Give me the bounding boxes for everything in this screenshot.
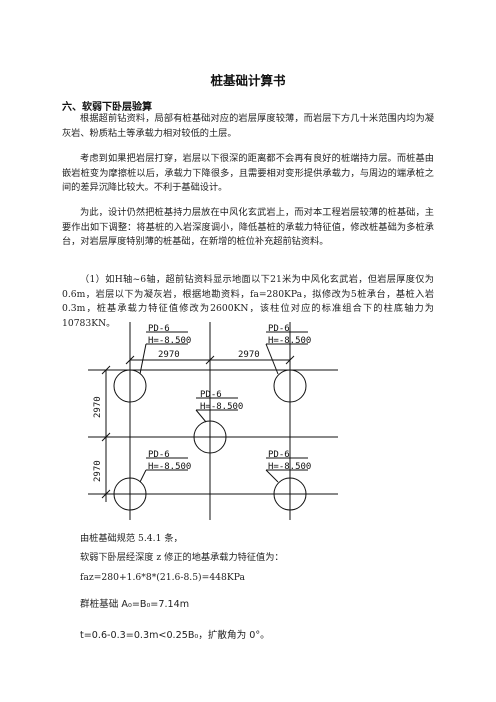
dimension-label-top-left: 2970 <box>158 350 180 360</box>
bearing-intro: 软弱下卧层经深度 z 修正的地基承载力特征值为： <box>80 552 284 563</box>
dimension-label-left-upper: 2970 <box>93 396 103 418</box>
pile-elevation-top-right: H=-8.500 <box>268 336 311 346</box>
pile-label-bottom-right: PD-6 <box>268 450 290 460</box>
code-reference: 由桩基础规范 5.4.1 条， <box>80 533 183 544</box>
pile-top-left <box>113 369 147 403</box>
paragraph-2: 考虑到如果把岩层打穿，岩层以下很深的距离都不会再有良好的桩端持力层。而桩基由嵌岩… <box>62 153 434 194</box>
pile-label-top-right: PD-6 <box>268 324 290 334</box>
pile-label-top-left: PD-6 <box>148 324 170 334</box>
document-title: 桩基础计算书 <box>210 73 286 88</box>
pile-top-right <box>273 369 307 403</box>
paragraph-4: （1）如H轴~6轴，超前钻资料显示地面以下21米为中风化玄武岩，但岩层厚度仅为0… <box>62 274 434 329</box>
pile-elevation-bottom-right: H=-8.500 <box>268 462 311 472</box>
pile-center <box>193 420 227 454</box>
paragraph-3: 为此，设计仍然把桩基持力层放在中风化玄武岩上，而对本工程岩层较薄的桩基础，主要作… <box>62 207 434 248</box>
thickness-check: t=0.6-0.3=0.3m<0.25B₀，扩散角为 0°。 <box>80 630 270 641</box>
pile-elevation-bottom-left: H=-8.500 <box>148 462 191 472</box>
pile-elevation-top-left: H=-8.500 <box>148 336 191 346</box>
paragraph-1: 根据超前钻资料，局部有桩基础对应的岩层厚度较薄，而岩层下方几十米范围内均为凝灰岩… <box>62 113 434 139</box>
dimension-label-top-right: 2970 <box>238 350 260 360</box>
dimension-label-left-lower: 2970 <box>93 460 103 482</box>
pile-elevation-center: H=-8.500 <box>200 402 243 412</box>
pile-label-center: PD-6 <box>200 390 222 400</box>
pile-bottom-left <box>113 477 147 511</box>
pile-layout-drawing: PD-6 H=-8.500 PD-6 H=-8.500 PD-6 H=-8.50… <box>88 322 338 520</box>
pile-label-bottom-left: PD-6 <box>148 450 170 460</box>
group-pile-dimension: 群桩基础 A₀=B₀=7.14m <box>80 599 190 610</box>
pile-bottom-right <box>273 477 307 511</box>
faz-formula: faz=280+1.6*8*(21.6-8.5)=448KPa <box>80 572 245 583</box>
section-heading: 六、软弱下卧层验算 <box>62 102 152 113</box>
